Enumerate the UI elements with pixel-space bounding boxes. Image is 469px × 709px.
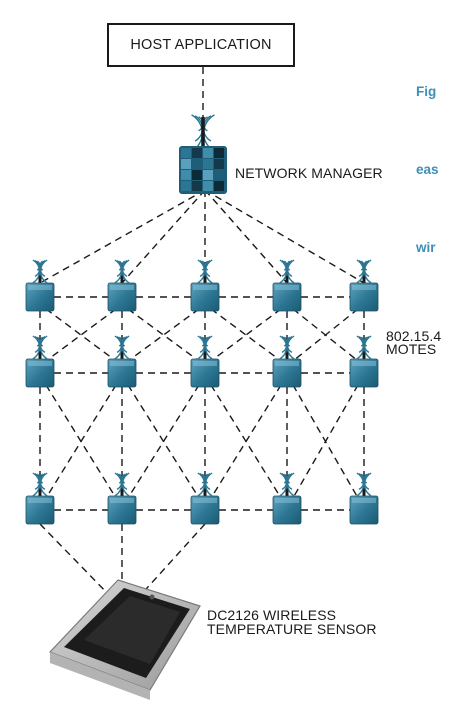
mesh-link	[127, 308, 200, 362]
manager-mote-link	[204, 189, 288, 284]
mesh-link	[45, 308, 117, 362]
radio-waves-icon	[114, 472, 130, 497]
mesh-link	[292, 384, 359, 499]
manager-mote-link	[204, 189, 365, 284]
caption-line-1: Fig	[416, 84, 437, 99]
mesh-link	[210, 308, 282, 362]
manager-mote-link	[121, 189, 206, 284]
caption-line-2: eas	[416, 162, 439, 177]
mesh-link	[127, 308, 200, 362]
radio-waves-icon	[32, 472, 48, 497]
network-manager-icon	[179, 146, 227, 194]
mesh-link	[210, 384, 282, 499]
sensor-label-line1: DC2126 WIRELESS	[207, 607, 337, 623]
radio-waves-icon	[114, 259, 130, 284]
mesh-link	[127, 384, 200, 499]
radio-waves-icon	[32, 259, 48, 284]
mote-sensor-link	[137, 523, 206, 599]
radio-waves-icon	[197, 259, 213, 284]
radio-waves-icon	[32, 335, 48, 360]
radio-waves-icon	[279, 259, 295, 284]
radio-waves-icon	[197, 472, 213, 497]
figure-caption: Fig eas wir	[416, 27, 439, 313]
radio-waves-icon	[356, 259, 372, 284]
mote-sensor-link	[39, 523, 113, 599]
radio-waves-icon	[356, 472, 372, 497]
radio-waves-icon	[279, 472, 295, 497]
radio-waves-icon	[197, 335, 213, 360]
mesh-link	[292, 308, 359, 362]
motes-label-line1: 802.15.4	[386, 328, 442, 344]
motes-label-line2: MOTES	[386, 341, 437, 357]
mesh-link	[210, 308, 282, 362]
radio-waves-icon	[279, 335, 295, 360]
host-application-box: HOST APPLICATION	[107, 23, 295, 67]
mesh-link	[45, 308, 117, 362]
sensor-label-line2: TEMPERATURE SENSOR	[207, 621, 377, 637]
network-manager-label: NETWORK MANAGER	[235, 165, 383, 181]
mote-node-icon	[349, 263, 379, 312]
mesh-link	[45, 384, 117, 499]
mote-node-icon	[25, 339, 55, 388]
temperature-sensor-device-icon	[48, 579, 201, 700]
host-application-label: HOST APPLICATION	[130, 37, 272, 53]
caption-line-3: wir	[416, 240, 436, 255]
manager-mote-link	[39, 189, 206, 284]
radio-waves-icon	[114, 335, 130, 360]
radio-waves-icon	[356, 335, 372, 360]
network-nodes	[25, 114, 379, 700]
